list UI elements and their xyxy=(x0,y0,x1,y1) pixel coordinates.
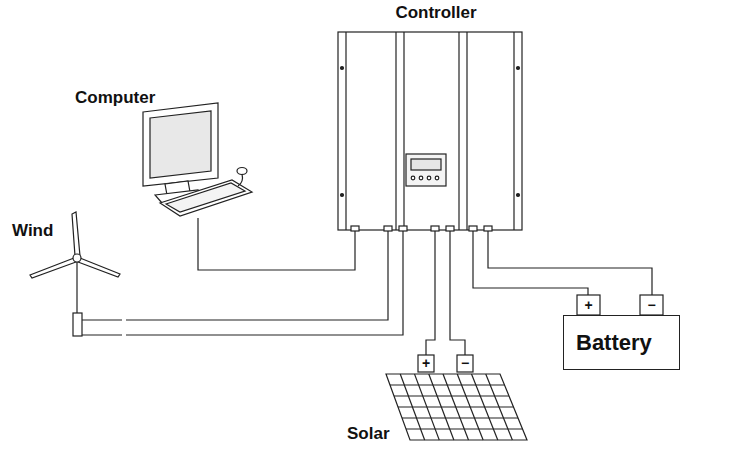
terminal-sign: + xyxy=(582,298,596,312)
component-label: Wind xyxy=(12,218,126,241)
component-label: Controller xyxy=(338,0,534,23)
component-label: Battery xyxy=(576,330,652,356)
component-node: Wind xyxy=(12,218,126,340)
computer-icon xyxy=(143,103,252,216)
wire xyxy=(450,230,465,372)
controller-housing xyxy=(338,32,522,231)
solar-panel xyxy=(386,374,527,440)
component-node: Controller xyxy=(338,0,534,230)
wire xyxy=(473,230,588,315)
terminal-sign: − xyxy=(645,298,659,312)
terminal-sign: − xyxy=(458,356,472,370)
terminal-sign: + xyxy=(419,356,433,370)
component-node: Solar xyxy=(345,372,530,446)
wire xyxy=(488,230,652,315)
wire xyxy=(126,230,403,335)
component-label: Computer xyxy=(75,85,254,108)
wire xyxy=(426,230,435,372)
wire xyxy=(126,230,388,320)
component-label: Solar xyxy=(347,423,390,444)
battery-box: Battery xyxy=(563,315,680,370)
component-node: Computer xyxy=(75,85,254,218)
wire xyxy=(198,218,355,270)
